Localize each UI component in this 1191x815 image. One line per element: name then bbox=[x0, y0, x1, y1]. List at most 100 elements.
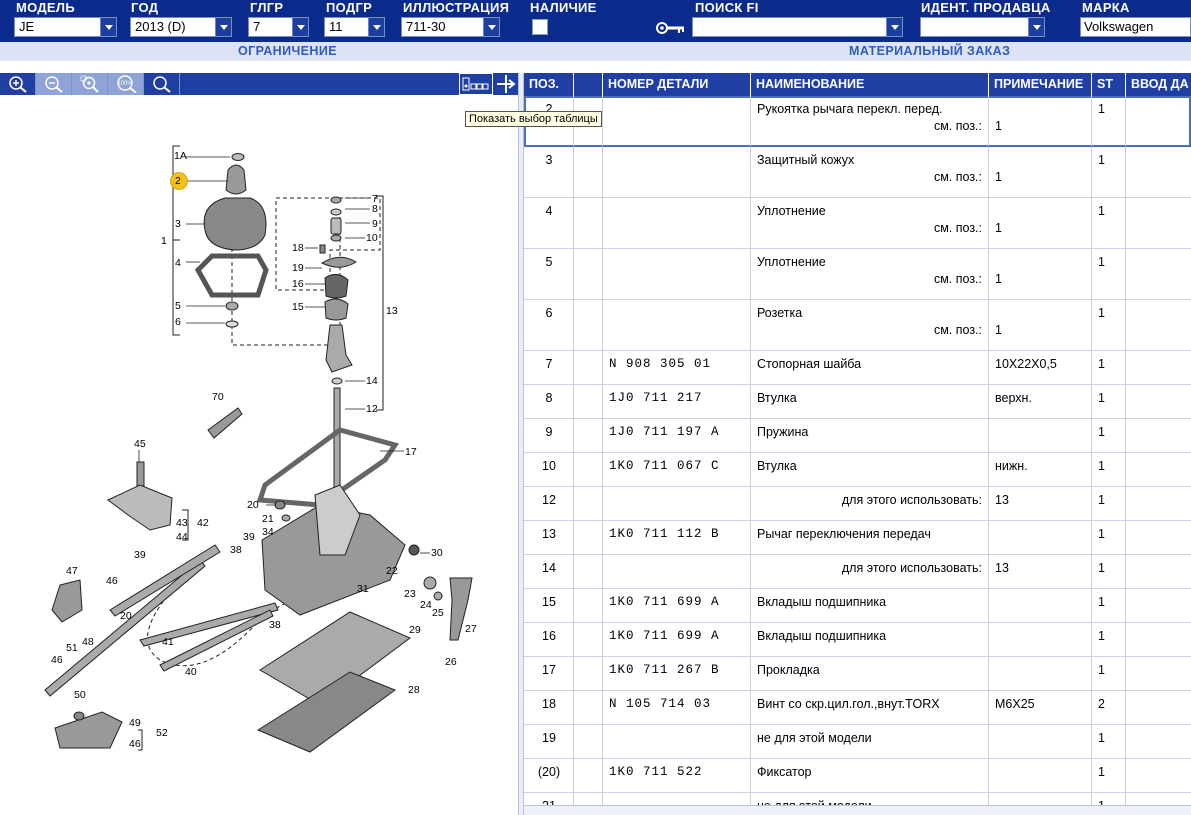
chevron-down-icon[interactable] bbox=[292, 18, 308, 36]
diagram-callout[interactable]: 24 bbox=[420, 599, 432, 611]
diagram-callout[interactable]: 46 bbox=[129, 738, 141, 750]
exploded-parts-diagram[interactable]: 1A 2 3 1 4 5 6 7 8 9 10 18 19 16 15 13 1… bbox=[0, 95, 518, 815]
model-select[interactable]: JE bbox=[14, 17, 117, 37]
diagram-callout[interactable]: 8 bbox=[372, 203, 378, 215]
diagram-callout[interactable]: 39 bbox=[134, 549, 146, 561]
diagram-callout[interactable]: 1 bbox=[161, 235, 167, 247]
chevron-down-icon[interactable] bbox=[483, 18, 499, 36]
table-select-button[interactable] bbox=[459, 73, 493, 95]
diagram-callout[interactable]: 25 bbox=[432, 607, 444, 619]
diagram-callout[interactable]: 6 bbox=[175, 316, 181, 328]
diagram-callout[interactable]: 44 bbox=[176, 531, 188, 543]
chevron-down-icon[interactable] bbox=[1028, 18, 1044, 36]
illustration-select[interactable]: 711-30 bbox=[401, 17, 500, 37]
chevron-down-icon[interactable] bbox=[886, 18, 902, 36]
col-input-date[interactable]: ВВОД ДА bbox=[1131, 77, 1189, 91]
subgroup-select[interactable]: 11 bbox=[324, 17, 385, 37]
diagram-callout[interactable]: 9 bbox=[372, 218, 378, 230]
search-button[interactable] bbox=[144, 73, 180, 95]
diagram-callout[interactable]: 4 bbox=[175, 257, 181, 269]
col-note[interactable]: ПРИМЕЧАНИЕ bbox=[989, 73, 1092, 96]
diagram-callout[interactable]: 28 bbox=[408, 684, 420, 696]
diagram-callout[interactable]: 70 bbox=[212, 391, 224, 403]
diagram-callout[interactable]: 14 bbox=[366, 375, 378, 387]
col-name[interactable]: НАИМЕНОВАНИЕ bbox=[751, 73, 989, 96]
diagram-callout[interactable]: 42 bbox=[197, 517, 209, 529]
horizontal-scrollbar[interactable] bbox=[524, 805, 1191, 815]
diagram-callout[interactable]: 34 bbox=[262, 526, 274, 538]
diagram-callout[interactable]: 20 bbox=[120, 610, 132, 622]
diagram-callout[interactable]: 43 bbox=[176, 517, 188, 529]
diagram-callout[interactable]: 2 bbox=[175, 175, 181, 187]
diagram-callout[interactable]: 17 bbox=[405, 446, 417, 458]
diagram-callout[interactable]: 15 bbox=[292, 301, 304, 313]
chevron-down-icon[interactable] bbox=[368, 18, 384, 36]
diagram-callout[interactable]: 40 bbox=[185, 666, 197, 678]
zoom-in-button[interactable] bbox=[0, 73, 36, 95]
diagram-callout[interactable]: 22 bbox=[386, 565, 398, 577]
diagram-callout[interactable]: 51 bbox=[66, 642, 78, 654]
availability-checkbox[interactable] bbox=[532, 19, 548, 35]
diagram-callout[interactable]: 41 bbox=[162, 636, 174, 648]
zoom-area-button[interactable] bbox=[72, 73, 108, 95]
diagram-callout[interactable]: 47 bbox=[66, 565, 78, 577]
diagram-callout[interactable]: 49 bbox=[129, 717, 141, 729]
diagram-callout[interactable]: 12 bbox=[366, 403, 378, 415]
diagram-callout[interactable]: 48 bbox=[82, 636, 94, 648]
diagram-callout[interactable]: 21 bbox=[262, 513, 274, 525]
col-part-number[interactable]: НОМЕР ДЕТАЛИ bbox=[603, 73, 751, 96]
diagram-callout[interactable]: 10 bbox=[366, 232, 378, 244]
col-st[interactable]: ST bbox=[1092, 73, 1126, 96]
zoom-out-button[interactable] bbox=[36, 73, 72, 95]
col-flag[interactable] bbox=[574, 73, 603, 96]
split-arrow-button[interactable] bbox=[494, 73, 518, 95]
diagram-callout[interactable]: 29 bbox=[409, 624, 421, 636]
diagram-callout[interactable]: 46 bbox=[51, 654, 63, 666]
chevron-down-icon[interactable] bbox=[215, 18, 231, 36]
diagram-callout[interactable]: 52 bbox=[156, 727, 168, 739]
chevron-down-icon[interactable] bbox=[100, 18, 116, 36]
col-position[interactable]: ПОЗ. bbox=[524, 73, 574, 96]
key-search-button[interactable] bbox=[654, 18, 688, 38]
fi-search-select[interactable] bbox=[692, 17, 903, 37]
diagram-callout[interactable]: 31 bbox=[357, 583, 369, 595]
diagram-callout[interactable]: 46 bbox=[106, 575, 118, 587]
main-group-select[interactable]: 7 bbox=[248, 17, 309, 37]
restriction-title[interactable]: ОГРАНИЧЕНИЕ bbox=[238, 44, 337, 58]
diagram-callout[interactable]: 19 bbox=[292, 262, 304, 274]
diagram-callout[interactable]: 20 bbox=[247, 499, 259, 511]
diagram-callout[interactable]: 30 bbox=[431, 547, 443, 559]
diagram-callout[interactable]: 16 bbox=[292, 278, 304, 290]
dealer-id-select[interactable] bbox=[920, 17, 1045, 37]
brand-field[interactable]: Volkswagen bbox=[1080, 17, 1191, 37]
diagram-callout[interactable]: 38 bbox=[269, 619, 281, 631]
diagram-callout[interactable]: 27 bbox=[465, 623, 477, 635]
panel-splitter[interactable] bbox=[518, 73, 524, 815]
diagram-callout[interactable]: 5 bbox=[175, 300, 181, 312]
diagram-callout[interactable]: 1A bbox=[174, 150, 187, 162]
diagram-callout[interactable]: 38 bbox=[230, 544, 242, 556]
diagram-callout[interactable]: 45 bbox=[134, 438, 146, 450]
diagram-callout[interactable]: 50 bbox=[74, 689, 86, 701]
diagram-callout[interactable]: 26 bbox=[445, 656, 457, 668]
diagram-callout[interactable]: 13 bbox=[386, 305, 398, 317]
material-order-title[interactable]: МАТЕРИАЛЬНЫЙ ЗАКАЗ bbox=[849, 44, 1011, 58]
diagram-callout[interactable]: 23 bbox=[404, 588, 416, 600]
